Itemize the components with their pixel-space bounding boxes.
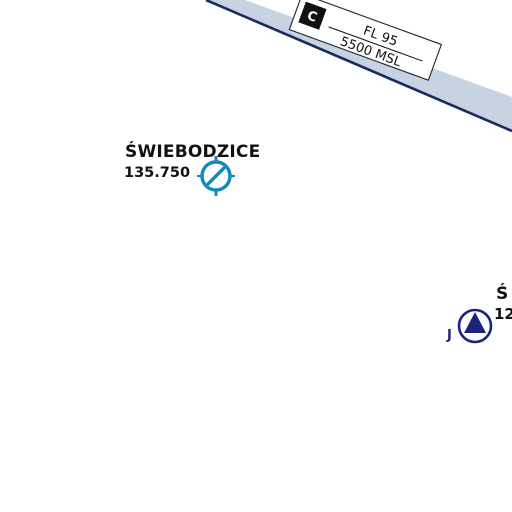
glider-site-icon [197, 156, 235, 196]
airfield-name: ŚWIEBODZICE [125, 142, 261, 162]
airspace-class-badge [298, 1, 327, 30]
airspace-boundary [205, 0, 512, 133]
airspace-border-line [205, 0, 512, 133]
airfield-marker-j: J [447, 328, 452, 343]
limits-box-frame [288, 0, 443, 81]
airfield-name-2: Ś [496, 284, 509, 304]
airfield-frequency: 135.750 [124, 165, 191, 181]
aerodrome-triangle-icon [457, 308, 493, 344]
airfield-frequency-2: 12 [494, 305, 512, 323]
limits-divider [328, 26, 423, 62]
